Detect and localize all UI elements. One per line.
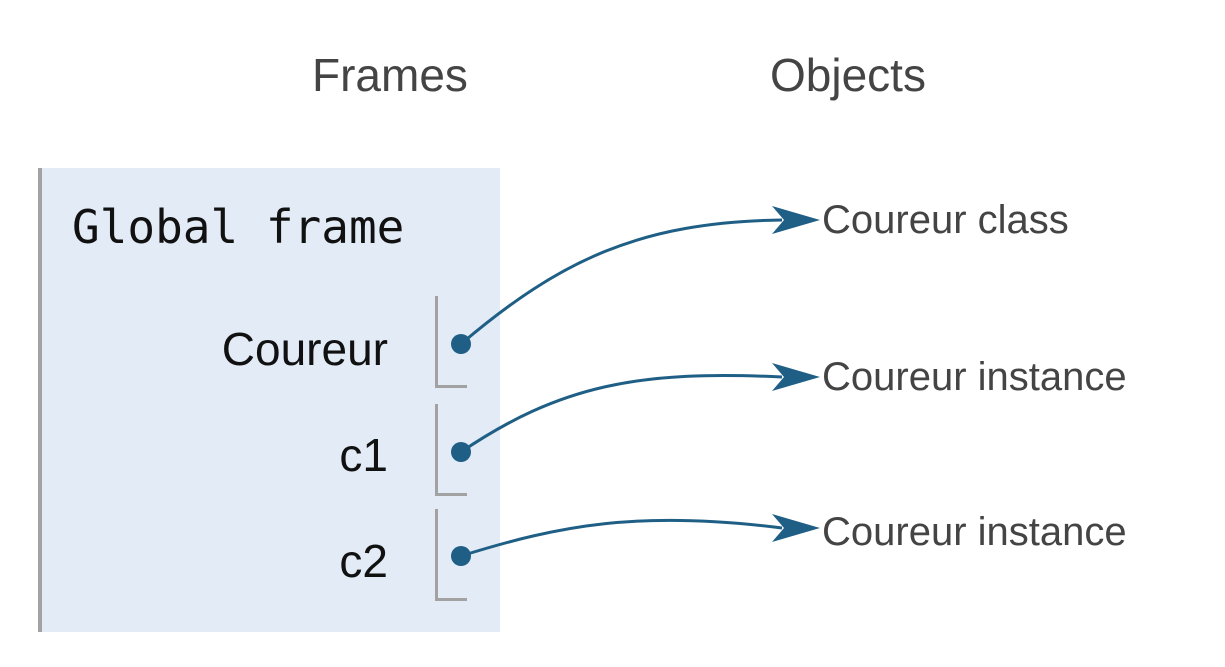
pointer-arrow-coureur bbox=[460, 218, 783, 346]
object-coureur-instance-2: Coureur instance bbox=[822, 510, 1127, 554]
pointer-arrow-c2 bbox=[460, 518, 783, 558]
variable-name-coureur: Coureur bbox=[221, 323, 388, 375]
variable-name-c2: c2 bbox=[339, 535, 388, 587]
pointer-arrow-c1 bbox=[460, 373, 783, 454]
arrowhead-coureur bbox=[772, 206, 820, 234]
object-coureur-instance-1: Coureur instance bbox=[822, 355, 1127, 399]
global-frame: Global frame Coureur c1 c2 bbox=[38, 168, 500, 632]
arrowhead-c1 bbox=[772, 363, 820, 391]
variable-value-box-coureur bbox=[435, 296, 467, 388]
variable-value-box-c1 bbox=[435, 404, 467, 496]
frames-header: Frames bbox=[312, 49, 468, 101]
objects-header: Objects bbox=[770, 49, 926, 101]
variable-name-c1: c1 bbox=[339, 429, 388, 481]
variable-value-box-c2 bbox=[435, 509, 467, 601]
frame-title: Global frame bbox=[72, 200, 405, 254]
object-coureur-class: Coureur class bbox=[822, 198, 1069, 242]
arrowhead-c2 bbox=[772, 514, 820, 542]
